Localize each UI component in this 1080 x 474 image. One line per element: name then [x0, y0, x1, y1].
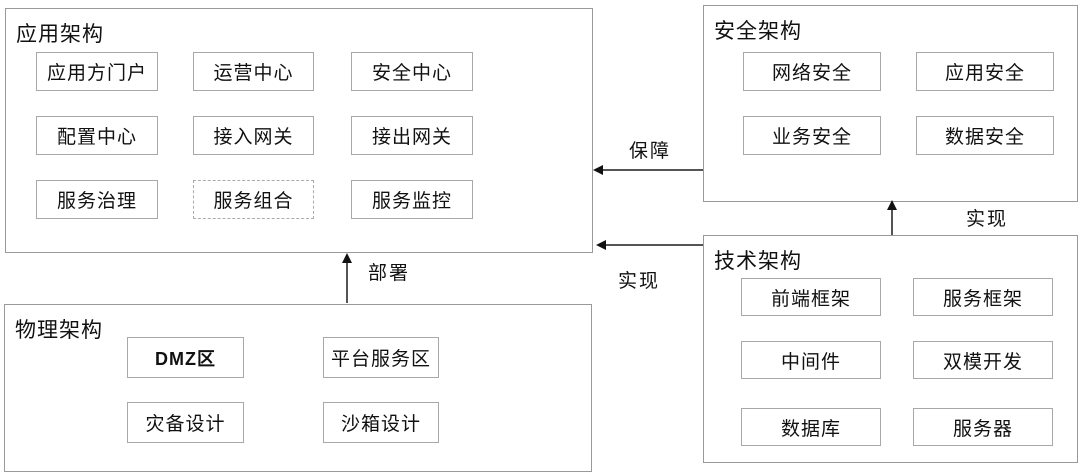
- app-architecture-box: 应用架构 应用方门户 运营中心 安全中心 配置中心 接入网关 接出网关 服务治理…: [5, 8, 593, 253]
- tech-architecture-box: 技术架构 前端框架 服务框架 中间件 双模开发 数据库 服务器: [703, 235, 1078, 463]
- node-disaster-recovery-design: 灾备设计: [127, 402, 244, 443]
- arrow-deploy-head-icon: [342, 253, 352, 263]
- physical-architecture-box: 物理架构 DMZ区 平台服务区 灾备设计 沙箱设计: [4, 304, 592, 472]
- node-app-security: 应用安全: [916, 52, 1054, 91]
- arrow-deploy-label: 部署: [367, 263, 410, 284]
- node-frontend-framework: 前端框架: [741, 278, 881, 316]
- physical-architecture-title: 物理架构: [15, 318, 103, 342]
- arrow-realize-security-head-icon: [887, 200, 897, 210]
- node-middleware: 中间件: [741, 341, 881, 379]
- arrow-guarantee-label: 保障: [628, 141, 671, 162]
- arrow-deploy-line: [346, 261, 348, 303]
- node-service-monitoring: 服务监控: [351, 180, 473, 219]
- node-database: 数据库: [741, 408, 881, 446]
- arrow-realize-app-head-icon: [596, 240, 606, 250]
- node-inbound-gateway: 接入网关: [193, 116, 314, 155]
- security-architecture-box: 安全架构 网络安全 应用安全 业务安全 数据安全: [703, 5, 1078, 202]
- node-dmz-zone: DMZ区: [127, 337, 244, 378]
- node-data-security: 数据安全: [916, 116, 1054, 155]
- arrow-realize-security-label: 实现: [965, 209, 1008, 230]
- node-business-security: 业务安全: [743, 116, 881, 155]
- app-architecture-title: 应用架构: [16, 22, 104, 46]
- node-security-center: 安全中心: [351, 52, 473, 91]
- arrow-guarantee-line: [602, 169, 703, 171]
- arrow-guarantee-head-icon: [593, 165, 603, 175]
- node-ops-center: 运营中心: [193, 52, 314, 91]
- node-server: 服务器: [913, 408, 1053, 446]
- node-config-center: 配置中心: [36, 116, 158, 155]
- tech-architecture-title: 技术架构: [714, 249, 802, 273]
- security-architecture-title: 安全架构: [714, 19, 802, 43]
- node-service-governance: 服务治理: [36, 180, 158, 219]
- node-outbound-gateway: 接出网关: [351, 116, 473, 155]
- node-service-composition: 服务组合: [193, 180, 314, 219]
- node-dual-mode-dev: 双模开发: [913, 341, 1053, 379]
- node-sandbox-design: 沙箱设计: [323, 402, 439, 443]
- node-network-security: 网络安全: [743, 52, 881, 91]
- arrow-realize-app-line: [605, 244, 703, 246]
- node-service-framework: 服务框架: [913, 278, 1053, 316]
- arrow-realize-app-label: 实现: [617, 271, 660, 292]
- node-platform-service-zone: 平台服务区: [323, 337, 439, 378]
- arrow-realize-security-line: [891, 208, 893, 235]
- node-app-portal: 应用方门户: [36, 52, 158, 91]
